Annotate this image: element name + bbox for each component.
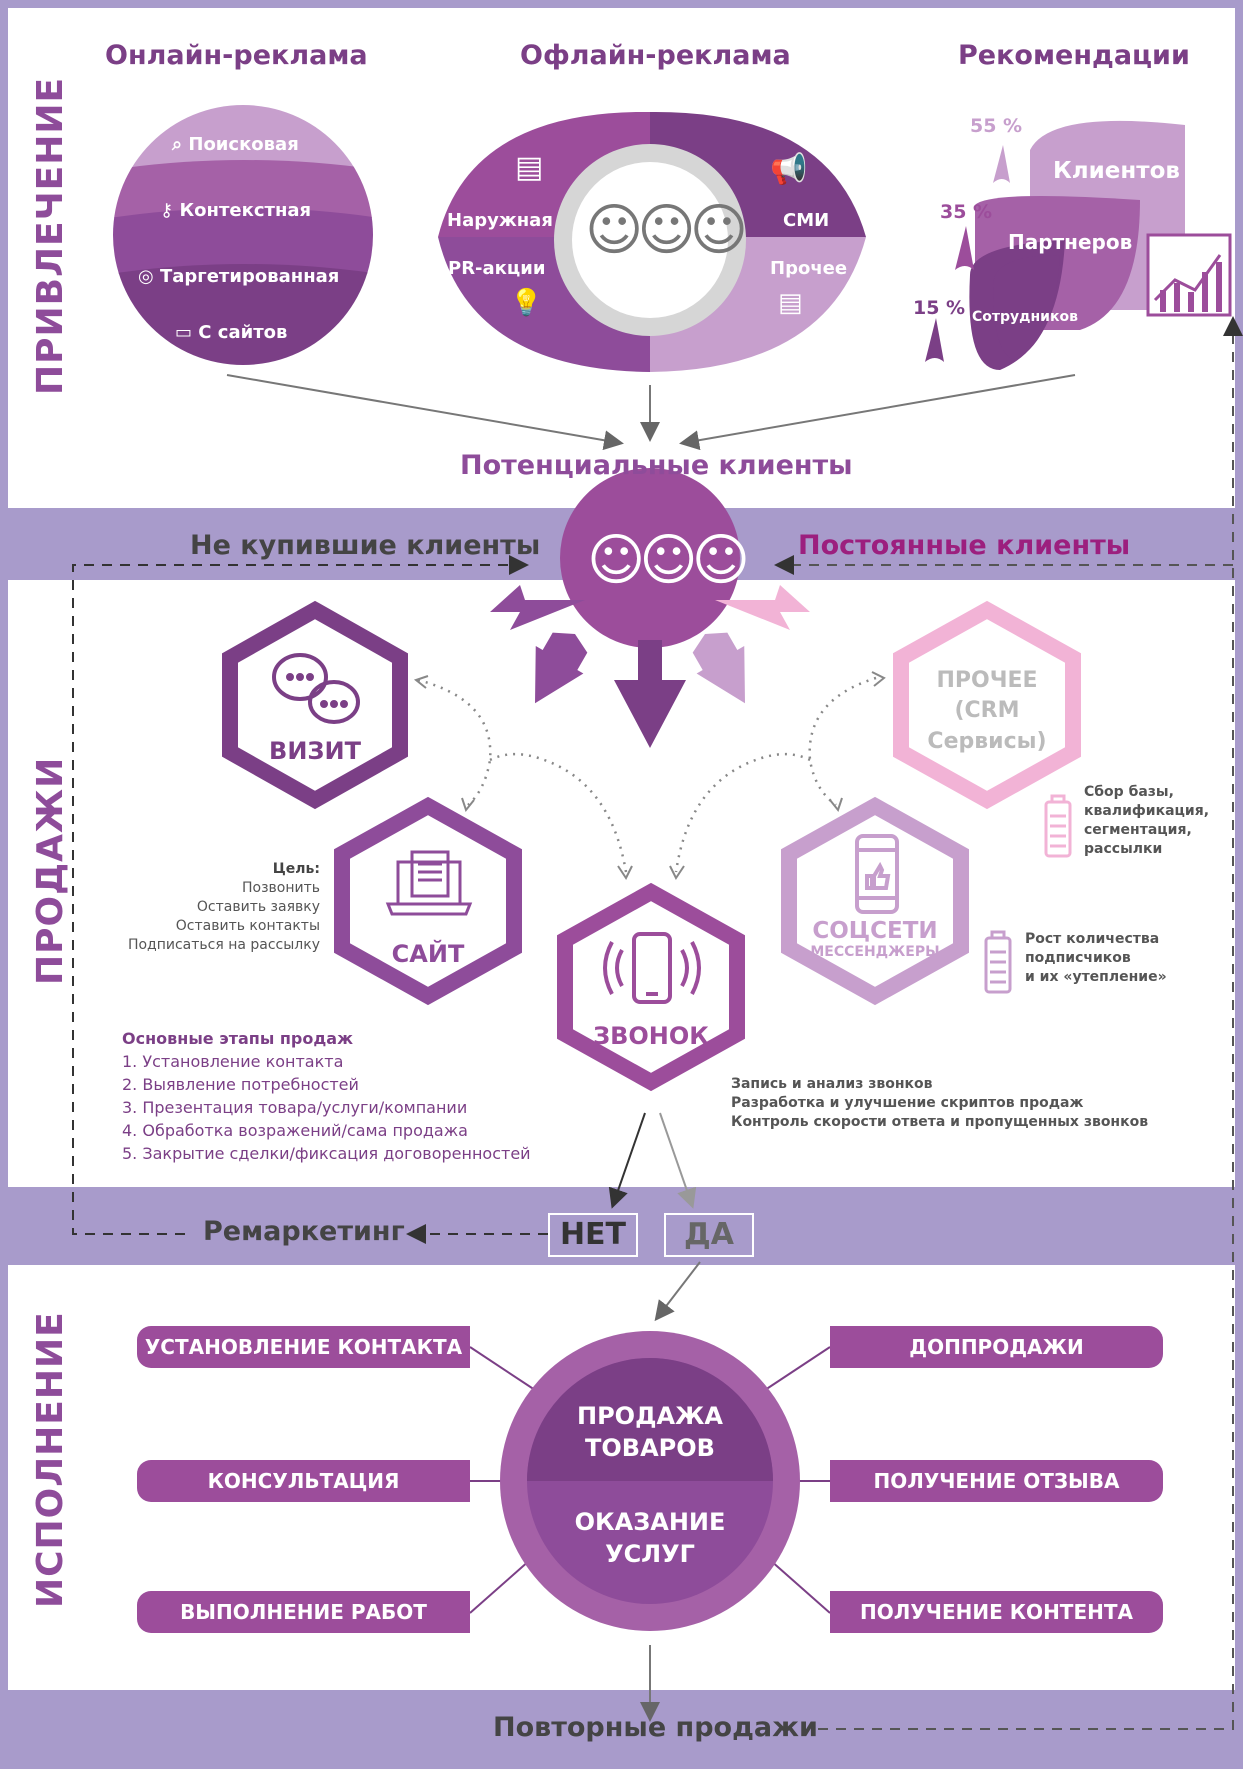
billboard-icon: ▤ (515, 150, 544, 185)
fan-arrows (490, 585, 810, 748)
channel-call: ЗВОНОК (593, 1022, 709, 1050)
visit-icon (272, 653, 360, 724)
battery-icon-social (984, 930, 1012, 994)
hexagons (222, 600, 1081, 1092)
channel-social: СОЦСЕТИ (812, 918, 938, 944)
target-icon: ◎ (138, 266, 154, 287)
social-note-line: Рост количества (1025, 931, 1160, 947)
recommendations-title: Рекомендации (958, 40, 1190, 71)
channel-other-1: ПРОЧЕЕ (936, 668, 1038, 693)
other-note: Сбор базы, квалификация, сегментация, ра… (1084, 783, 1209, 859)
bulb-icon: 💡 (510, 288, 543, 318)
channel-other-3: Сервисы) (927, 729, 1047, 754)
execution-circle (500, 1331, 800, 1631)
channel-site: САЙТ (391, 940, 465, 968)
social-note-line: подписчиков (1025, 950, 1131, 966)
exec-review: ПОЛУЧЕНИЕ ОТЗЫВА (830, 1460, 1163, 1502)
offline-item-media: СМИ (783, 210, 830, 231)
clients-icon: ☺☺☺ (587, 528, 750, 593)
recommendation-clients: Клиентов (1053, 158, 1180, 184)
online-item-context-label: Контекстная (179, 200, 312, 221)
other-note-line: рассылки (1084, 841, 1163, 857)
stage-item: 2. Выявление потребностей (122, 1075, 359, 1094)
channel-messengers: МЕССЕНДЖЕРЫ (810, 944, 940, 960)
stage-item: 1. Установление контакта (122, 1052, 344, 1071)
online-item-sites: ▭ С сайтов (175, 322, 287, 343)
offline-eye (438, 111, 866, 372)
channel-other-2: (CRM (954, 698, 1020, 723)
megaphone-icon: 📢 (770, 152, 808, 187)
social-note: Рост количества подписчиков и их «утепле… (1025, 930, 1167, 987)
goal-item: Позвонить (241, 880, 320, 896)
search-icon: ⌕ (172, 134, 183, 155)
offline-item-outdoor: Наружная (447, 210, 553, 231)
goal-item: Оставить заявку (196, 899, 320, 915)
social-note-line: и их «утепление» (1025, 969, 1167, 985)
key-icon: ⚷ (160, 200, 174, 221)
yes-box: ДА (664, 1213, 754, 1257)
battery-icons (1044, 794, 1072, 858)
clients-circle (560, 468, 740, 648)
sales-stages: Основные этапы продаж 1. Установление ко… (122, 1027, 531, 1165)
online-item-context: ⚷ Контекстная (160, 200, 311, 221)
stage-item: 3. Презентация товара/услуги/компании (122, 1098, 468, 1117)
site-icon (385, 850, 473, 916)
center-top-2: ТОВАРОВ (585, 1434, 715, 1462)
call-note-line: Контроль скорости ответа и пропущенных з… (731, 1114, 1149, 1130)
online-item-search: ⌕ Поисковая (172, 134, 299, 155)
recommendation-partners: Партнеров (1008, 230, 1133, 254)
monitor-icon: ▭ (175, 322, 193, 343)
screen-icon: ▤ (778, 288, 803, 318)
online-item-sites-label: С сайтов (198, 322, 288, 343)
call-note-line: Запись и анализ звонков (731, 1076, 933, 1092)
offline-item-other: Прочее (770, 258, 848, 279)
center-bottom-1: ОКАЗАНИЕ (574, 1508, 726, 1536)
channel-visit: ВИЗИТ (269, 737, 361, 765)
goal-note: Цель: Позвонить Оставить заявку Оставить… (100, 860, 320, 955)
goal-item: Оставить контакты (175, 918, 320, 934)
center-top-1: ПРОДАЖА (577, 1402, 723, 1430)
goal-item: Подписаться на рассылку (127, 937, 320, 953)
remarketing: Ремаркетинг (203, 1216, 405, 1247)
recommendations-leaves (925, 120, 1232, 370)
smartphone-like-icon (855, 834, 899, 914)
other-note-line: квалификация, (1084, 803, 1210, 819)
not-bought-clients: Не купившие клиенты (190, 530, 541, 561)
exec-content: ПОЛУЧЕНИЕ КОНТЕНТА (830, 1591, 1163, 1633)
other-note-line: Сбор базы, (1084, 784, 1174, 800)
exec-works: ВЫПОЛНЕНИЕ РАБОТ (137, 1591, 470, 1633)
percent-55: 55 % (970, 115, 1023, 137)
dotted-arrows (417, 676, 877, 873)
regular-clients: Постоянные клиенты (798, 530, 1131, 561)
phone-icon (603, 932, 701, 1004)
online-title: Онлайн-реклама (105, 40, 368, 71)
exec-consult: КОНСУЛЬТАЦИЯ (137, 1460, 470, 1502)
people-icon: ☺☺☺ (585, 198, 748, 263)
goal-title: Цель: (272, 861, 320, 877)
percent-15: 15 % (913, 297, 966, 319)
stages-title: Основные этапы продаж (122, 1029, 353, 1048)
other-note-line: сегментация, (1084, 822, 1192, 838)
percent-35: 35 % (940, 201, 993, 223)
offline-title: Офлайн-реклама (520, 40, 791, 71)
stage-item: 4. Обработка возражений/сама продажа (122, 1121, 468, 1140)
call-note: Запись и анализ звонков Разработка и улу… (731, 1075, 1148, 1132)
no-box: НЕТ (548, 1213, 638, 1257)
center-bottom-2: УСЛУГ (605, 1540, 695, 1568)
online-item-target: ◎ Таргетированная (138, 266, 339, 287)
repeat-sales: Повторные продажи (493, 1712, 818, 1743)
call-note-line: Разработка и улучшение скриптов продаж (731, 1095, 1084, 1111)
exec-upsell: ДОППРОДАЖИ (830, 1326, 1163, 1368)
offline-item-pr: PR-акции (448, 258, 546, 279)
potential-clients: Потенциальные клиенты (460, 450, 853, 481)
exec-contact: УСТАНОВЛЕНИЕ КОНТАКТА (137, 1326, 470, 1368)
online-item-search-label: Поисковая (188, 134, 299, 155)
online-item-target-label: Таргетированная (160, 266, 340, 287)
stage-item: 5. Закрытие сделки/фиксация договореннос… (122, 1144, 531, 1163)
recommendation-employees: Сотрудников (972, 309, 1078, 325)
